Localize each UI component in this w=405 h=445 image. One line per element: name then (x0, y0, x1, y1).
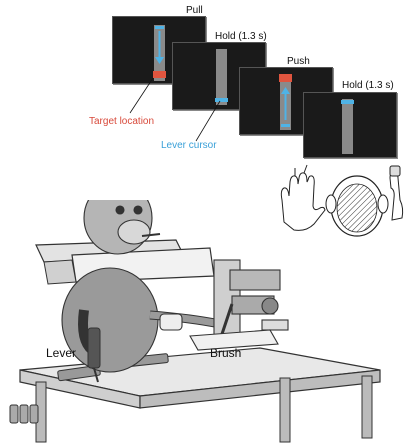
head-top-view-icon (325, 175, 389, 237)
lever-cursor (215, 98, 228, 102)
monkey (61, 200, 221, 373)
panel-label-hold-2: Hold (1.3 s) (342, 80, 394, 91)
panel-label-hold-1: Hold (1.3 s) (215, 31, 267, 42)
apparatus-illustration (9, 200, 381, 443)
target-location-label: Target location (89, 116, 155, 127)
lever-label: Lever (46, 346, 77, 360)
table (19, 347, 381, 443)
screen-hold-2 (303, 92, 397, 158)
arrow-down-icon (155, 57, 164, 64)
panel-label-pull: Pull (186, 5, 203, 16)
hands-head-illustration (280, 164, 404, 237)
lever-track (342, 99, 353, 154)
lever (87, 327, 101, 383)
target-marker (153, 71, 166, 78)
lever-cursor (155, 26, 164, 29)
screen-hold-2-graphic (341, 99, 354, 154)
screen-hold-1-graphic (215, 49, 228, 105)
panel-label-push: Push (287, 56, 310, 67)
arrow-up-icon (281, 87, 290, 94)
brush-stimulator (189, 259, 289, 351)
left-hand-icon (280, 164, 326, 231)
screen-push-graphic (279, 74, 292, 130)
brush-label: Brush (210, 346, 242, 360)
spring (9, 404, 39, 424)
lever-cursor-label: Lever cursor (161, 140, 217, 151)
lever-cursor (281, 124, 290, 127)
lever-cursor (341, 100, 354, 104)
lever-track (216, 49, 227, 105)
screen-pull-graphic (153, 25, 166, 81)
right-hand-icon (389, 165, 404, 221)
target-marker (279, 74, 292, 82)
